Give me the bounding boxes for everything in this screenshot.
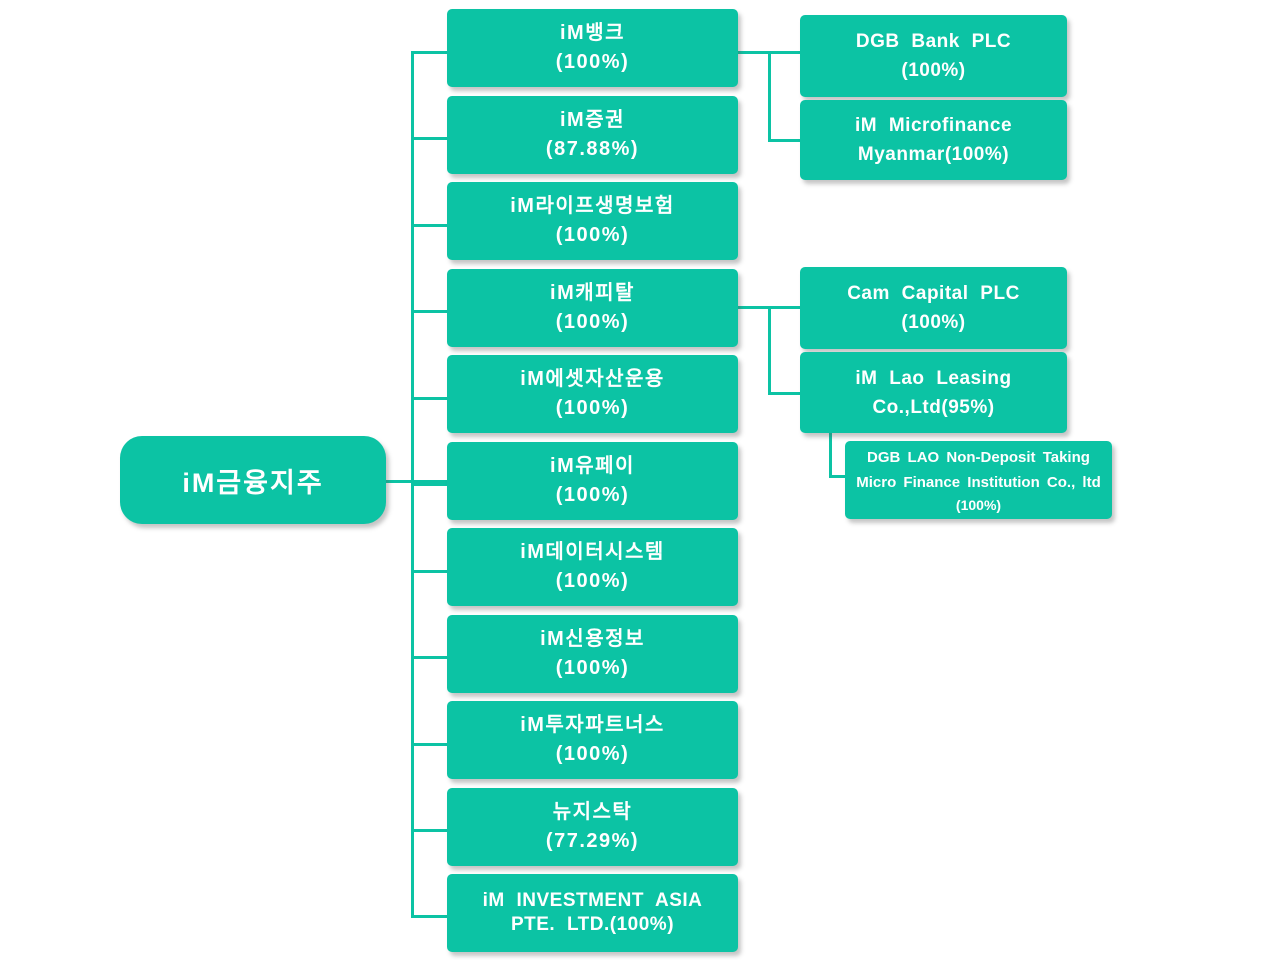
connector-stub-im-securities	[411, 137, 450, 140]
node-label: iM증권	[559, 108, 626, 131]
node-label: iM Lao Leasing	[855, 367, 1012, 389]
node-share: Co.,Ltd(95%)	[872, 396, 995, 418]
node-share: (100%)	[555, 224, 630, 246]
node-im-investment-asia: iM INVESTMENT ASIA PTE. LTD.(100%)	[447, 874, 738, 952]
connector-stub-im-investment-asia	[411, 915, 450, 918]
node-im-lao-leasing: iM Lao Leasing Co.,Ltd(95%)	[800, 352, 1067, 433]
connector-stub-im-investment-partners	[411, 743, 450, 746]
node-label: 뉴지스탁	[552, 800, 633, 823]
node-share: (77.29%)	[545, 829, 640, 852]
node-label: iM금융지주	[182, 467, 324, 498]
node-share: PTE. LTD.(100%)	[510, 914, 675, 935]
node-label: iM에셋자산운용	[520, 368, 665, 390]
node-im-life-insurance: iM라이프생명보험 (100%)	[447, 182, 738, 260]
node-label: iM투자파트너스	[520, 714, 665, 736]
connector-stub-im-asset	[411, 397, 450, 400]
connector-stub-newsystock	[411, 829, 450, 832]
node-share: (100%)	[555, 51, 630, 73]
connector-stub-im-upay	[411, 483, 450, 486]
node-im-securities: iM증권 (87.88%)	[447, 95, 738, 174]
node-label: iM Microfinance	[854, 115, 1013, 136]
node-label: iM INVESTMENT ASIA	[482, 890, 703, 911]
connector-stub-im-credit	[411, 656, 450, 659]
node-label: DGB Bank PLC	[855, 31, 1012, 52]
node-share: (100%)	[555, 656, 630, 679]
node-share: (100%)	[901, 312, 966, 333]
node-root-im-financial-group: iM금융지주	[120, 436, 386, 524]
node-share: (100%)	[955, 496, 1002, 513]
node-im-bank: iM뱅크 (100%)	[447, 9, 738, 87]
connector-stub-im-life	[411, 224, 450, 227]
node-im-investment-partners: iM투자파트너스 (100%)	[447, 701, 738, 779]
connector-stub-im-datasystem	[411, 570, 450, 573]
connector-lao-branch-vertical	[829, 433, 832, 478]
connector-bank-branch-vertical	[768, 51, 771, 142]
connector-stub-im-capital	[411, 310, 450, 313]
node-im-microfinance-myanmar: iM Microfinance Myanmar(100%)	[800, 100, 1067, 180]
node-label: iM뱅크	[559, 22, 626, 44]
connector-root-to-trunk	[386, 480, 450, 483]
node-cam-capital-plc: Cam Capital PLC (100%)	[800, 267, 1067, 349]
node-share: (100%)	[555, 483, 630, 506]
connector-lao-to-dgb-lao	[829, 475, 845, 478]
node-im-credit-information: iM신용정보 (100%)	[447, 614, 738, 693]
connector-stub-im-bank	[411, 51, 450, 54]
node-share: (87.88%)	[545, 137, 640, 160]
node-im-capital: iM캐피탈 (100%)	[447, 268, 738, 347]
node-label: iM데이터시스템	[520, 541, 665, 563]
connector-capital-to-lao-leasing	[768, 392, 800, 395]
node-share: (100%)	[901, 60, 966, 81]
node-label: iM캐피탈	[550, 281, 635, 304]
node-label: iM라이프생명보험	[510, 195, 675, 217]
node-share: (100%)	[555, 570, 630, 592]
node-label: Cam Capital PLC	[847, 283, 1020, 304]
node-share: (100%)	[555, 743, 630, 765]
node-newsystock: 뉴지스탁 (77.29%)	[447, 787, 738, 866]
connector-bank-to-microfinance	[768, 139, 800, 142]
node-label-line2: Micro Finance Institution Co., ltd	[856, 473, 1101, 491]
node-share: (100%)	[555, 310, 630, 333]
node-im-upay: iM유페이 (100%)	[447, 441, 738, 520]
node-im-asset-management: iM에셋자산운용 (100%)	[447, 355, 738, 433]
node-label: iM유페이	[550, 454, 635, 477]
node-share: Myanmar(100%)	[857, 144, 1010, 165]
node-share: (100%)	[555, 397, 630, 419]
node-dgb-lao-microfinance: DGB LAO Non-Deposit Taking Micro Finance…	[845, 441, 1112, 519]
connector-capital-branch-vertical	[768, 306, 771, 395]
node-im-data-system: iM데이터시스템 (100%)	[447, 528, 738, 606]
node-label-line1: DGB LAO Non-Deposit Taking	[867, 448, 1090, 466]
node-label: iM신용정보	[540, 627, 645, 650]
node-dgb-bank-plc: DGB Bank PLC (100%)	[800, 15, 1067, 97]
